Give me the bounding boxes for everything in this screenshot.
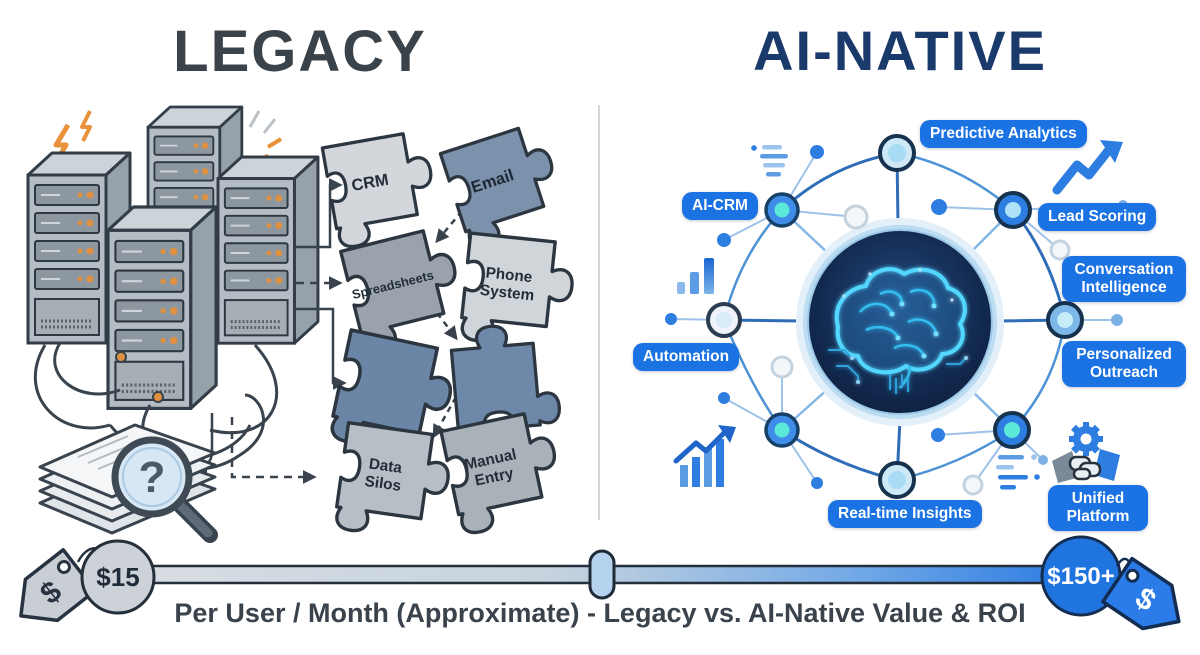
- feature-pill-ai-crm: AI-CRM: [682, 192, 758, 220]
- arrow-to-puzzle: [296, 307, 347, 390]
- cable-connector-dot: [115, 351, 127, 363]
- max-price-bubble: $150+: [1040, 535, 1122, 617]
- arrow-puzzle-datasilos: [432, 396, 458, 439]
- node-bottom: [878, 461, 916, 499]
- arrow-to-crm: [296, 178, 343, 249]
- ai-brain-core: [796, 218, 1004, 426]
- node-top-left: [764, 192, 800, 228]
- puzzle-spreadsheets: Spreadsheets: [339, 224, 472, 357]
- puzzle-data-silos: Data Silos: [332, 420, 456, 545]
- puzzle-label: System: [479, 282, 535, 305]
- slider-caption: Per User / Month (Approximate) - Legacy …: [174, 598, 1026, 628]
- feature-pill-unified-platform: Unified Platform: [1048, 485, 1148, 531]
- handshake-gear-icon: [1052, 422, 1120, 483]
- node-top: [878, 134, 916, 172]
- puzzle-label: Data: [368, 455, 404, 477]
- price-tag-low-icon: $: [19, 548, 97, 623]
- puzzle-pieces: CRM Email Spreadsheets Phone System: [320, 120, 579, 545]
- node-bottom-left: [764, 412, 800, 448]
- feature-pill-automation: Automation: [633, 343, 740, 371]
- min-price-bubble: $15: [80, 539, 156, 615]
- node-bottom-right: [993, 411, 1031, 449]
- cable-connector-dot: [152, 391, 164, 403]
- slider-handle[interactable]: [588, 549, 616, 600]
- arrow-to-data-silos: [230, 417, 317, 484]
- ai-network-illustration: [665, 134, 1128, 499]
- document-search-illustration: ?: [38, 423, 218, 543]
- puzzle-crm: CRM: [320, 128, 443, 251]
- magnifier-icon: ?: [111, 436, 218, 543]
- legacy-illustration: CRM Email Spreadsheets Phone System: [26, 105, 579, 545]
- question-mark-glyph: ?: [139, 453, 166, 502]
- satellite-dots: [665, 145, 1128, 496]
- trend-arrow-icon: [1052, 140, 1123, 195]
- node-left: [706, 302, 742, 338]
- growth-chart-icon: [673, 425, 736, 487]
- arrow-email-spreadsheets: [435, 210, 463, 244]
- price-slider: $ $15 $150+ $: [19, 535, 1181, 631]
- network-nodes: [665, 134, 1128, 499]
- brain-icon: [828, 267, 968, 394]
- feature-pill-realtime-insights: Real-time Insights: [828, 500, 982, 528]
- circuit-traces: [828, 349, 967, 394]
- legacy-title: LEGACY: [173, 19, 427, 84]
- feature-pill-lead-scoring: Lead Scoring: [1038, 203, 1157, 231]
- price-tag-high-icon: $: [1101, 556, 1181, 631]
- feature-pill-conversation-intelligence: Conversation Intelligence: [1062, 256, 1186, 302]
- puzzle-email: Email: [438, 120, 572, 253]
- puzzle-phone-system: Phone System: [457, 231, 579, 352]
- max-price-label: $150+: [1047, 563, 1114, 590]
- feature-pill-predictive-analytics: Predictive Analytics: [920, 120, 1087, 148]
- min-price-label: $15: [96, 562, 139, 592]
- puzzle-manual-entry: Manual Entry: [439, 407, 569, 538]
- list-lines-icon: [996, 454, 1040, 490]
- node-top-right: [994, 191, 1032, 229]
- arrow-spreadsheets-puzzle: [436, 312, 458, 341]
- feature-pill-personalized-outreach: Personalized Outreach: [1062, 341, 1186, 387]
- node-right: [1046, 301, 1084, 339]
- server-cluster-illustration: [26, 105, 320, 471]
- puzzle-label: Silos: [364, 473, 403, 495]
- list-lines-icon: [751, 145, 788, 177]
- spark-dashes-icon: [248, 110, 283, 163]
- puzzle-label: Phone: [485, 264, 533, 286]
- center-divider: [598, 105, 600, 520]
- bar-chart-icon: [677, 258, 714, 294]
- lightning-icon: [80, 110, 92, 142]
- ai-native-title: AI-NATIVE: [753, 19, 1047, 82]
